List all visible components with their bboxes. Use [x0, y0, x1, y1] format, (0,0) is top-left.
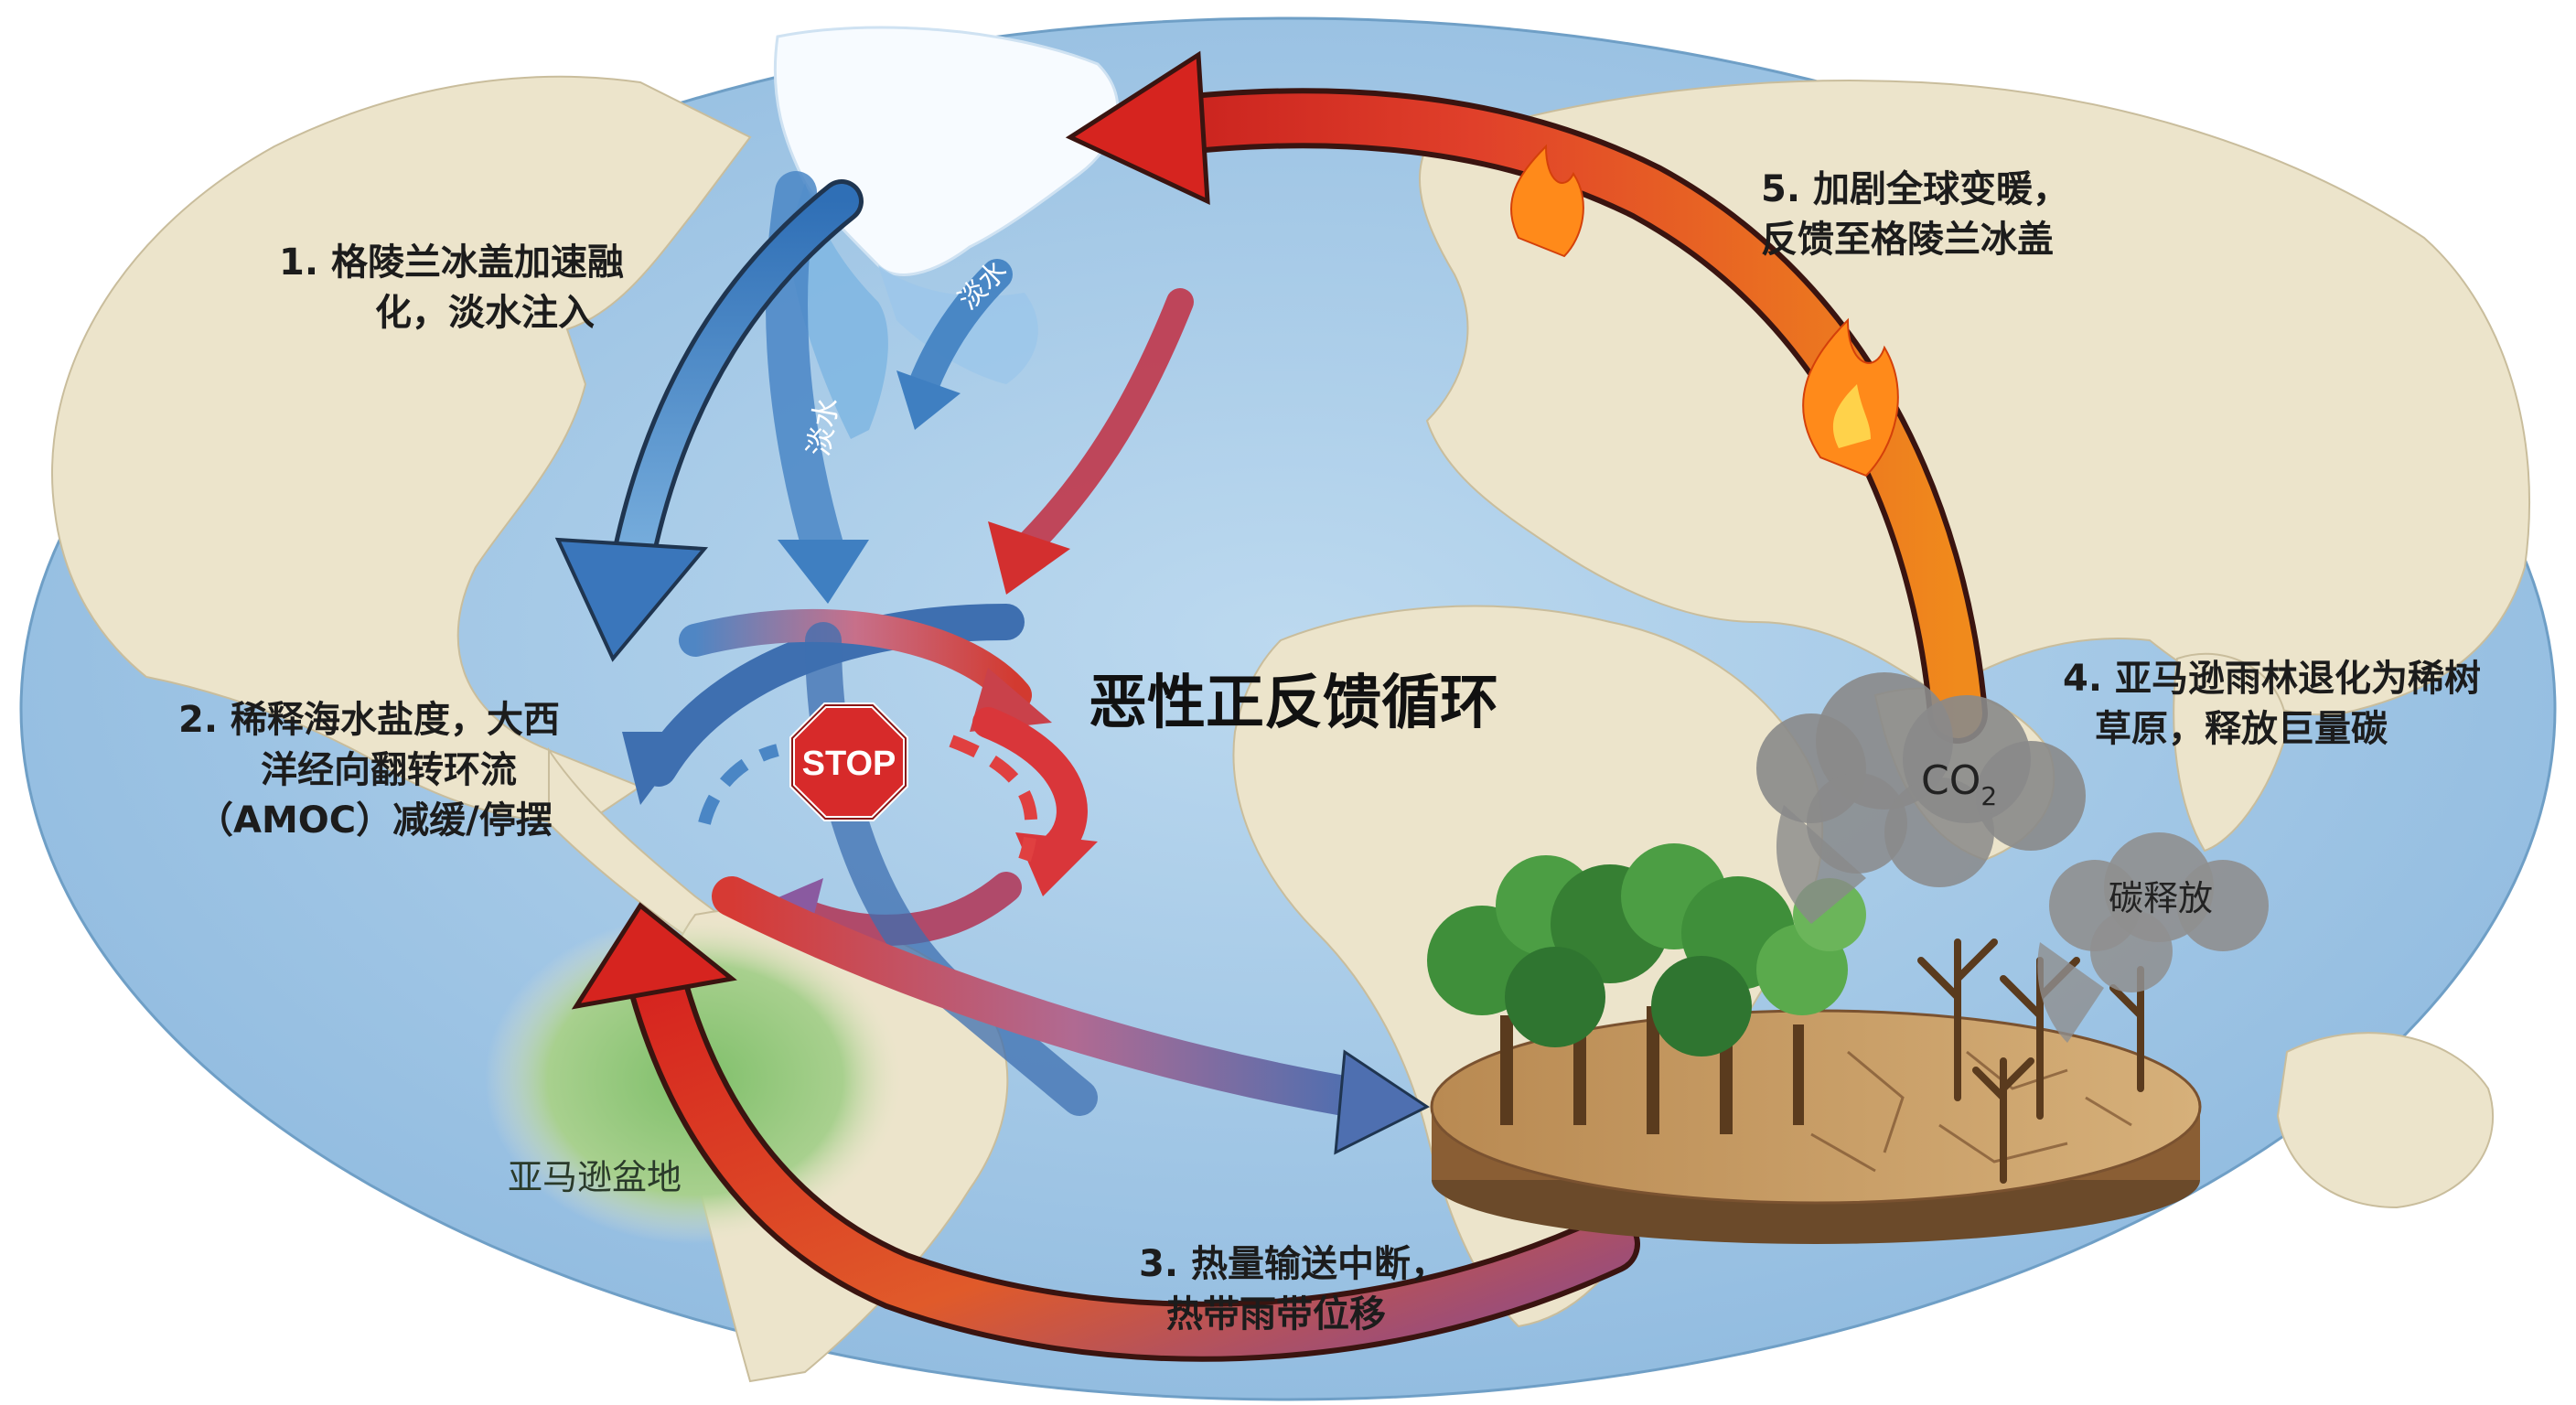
step-2-line-3: （AMOC）减缓/停摆	[197, 799, 553, 842]
carbon-release-label: 碳释放	[2109, 878, 2213, 918]
step-4-line-1: 4. 亚马逊雨林退化为稀树	[2063, 658, 2481, 700]
cold-flow-arrow	[554, 179, 864, 662]
north-america	[51, 75, 752, 825]
step-5-label: 5. 加剧全球变暖， 反馈至格陵兰冰盖	[1761, 168, 2069, 261]
step-2-label: 2. 稀释海水盐度，大西 洋经向翻转环流 （AMOC）减缓/停摆	[178, 699, 560, 842]
flame-icons	[1510, 144, 1899, 477]
step-5-line-2: 反馈至格陵兰冰盖	[1761, 219, 2054, 261]
warm-current-arrow	[988, 288, 1194, 595]
freshwater-arrow-head-left	[778, 540, 869, 604]
step-2-line-2: 洋经向翻转环流	[261, 749, 517, 791]
stop-label: STOP	[802, 745, 896, 783]
step-2-line-1: 2. 稀释海水盐度，大西	[178, 699, 560, 741]
step-1-label: 1. 格陵兰冰盖加速融 化，淡水注入	[279, 241, 624, 334]
step-3-line-1: 3. 热量输送中断，	[1139, 1243, 1447, 1285]
amazon-basin-label: 亚马逊盆地	[508, 1157, 682, 1197]
step-3-label: 3. 热量输送中断， 热带雨带位移	[1139, 1243, 1447, 1335]
feedback-bottom-arrow	[571, 902, 1640, 1362]
global-warming-return-arrow	[1065, 50, 1988, 744]
step-1-line-1: 1. 格陵兰冰盖加速融	[279, 241, 624, 284]
heat-transport-arrow	[712, 876, 1430, 1155]
rainforest-trees	[1427, 843, 1866, 1134]
carbon-release-cloud	[2037, 832, 2269, 1043]
freshwater-arrow-head-right	[896, 370, 961, 430]
flame-icon	[1510, 144, 1584, 258]
stop-sign-icon: STOP	[789, 702, 908, 821]
step-3-line-2: 热带雨带位移	[1166, 1293, 1386, 1335]
step-4-line-2: 草原，释放巨量碳	[2095, 708, 2388, 750]
step-1-line-2: 化，淡水注入	[375, 292, 595, 334]
co2-smoke-cloud	[1756, 672, 2086, 924]
co2-label: CO2	[1921, 757, 1997, 811]
step-4-label: 4. 亚马逊雨林退化为稀树 草原，释放巨量碳	[2063, 658, 2481, 750]
forest-degradation-disk	[1427, 843, 2202, 1244]
step-5-line-1: 5. 加剧全球变暖，	[1761, 168, 2069, 210]
diagram-title: 恶性正反馈循环	[1089, 670, 1498, 737]
